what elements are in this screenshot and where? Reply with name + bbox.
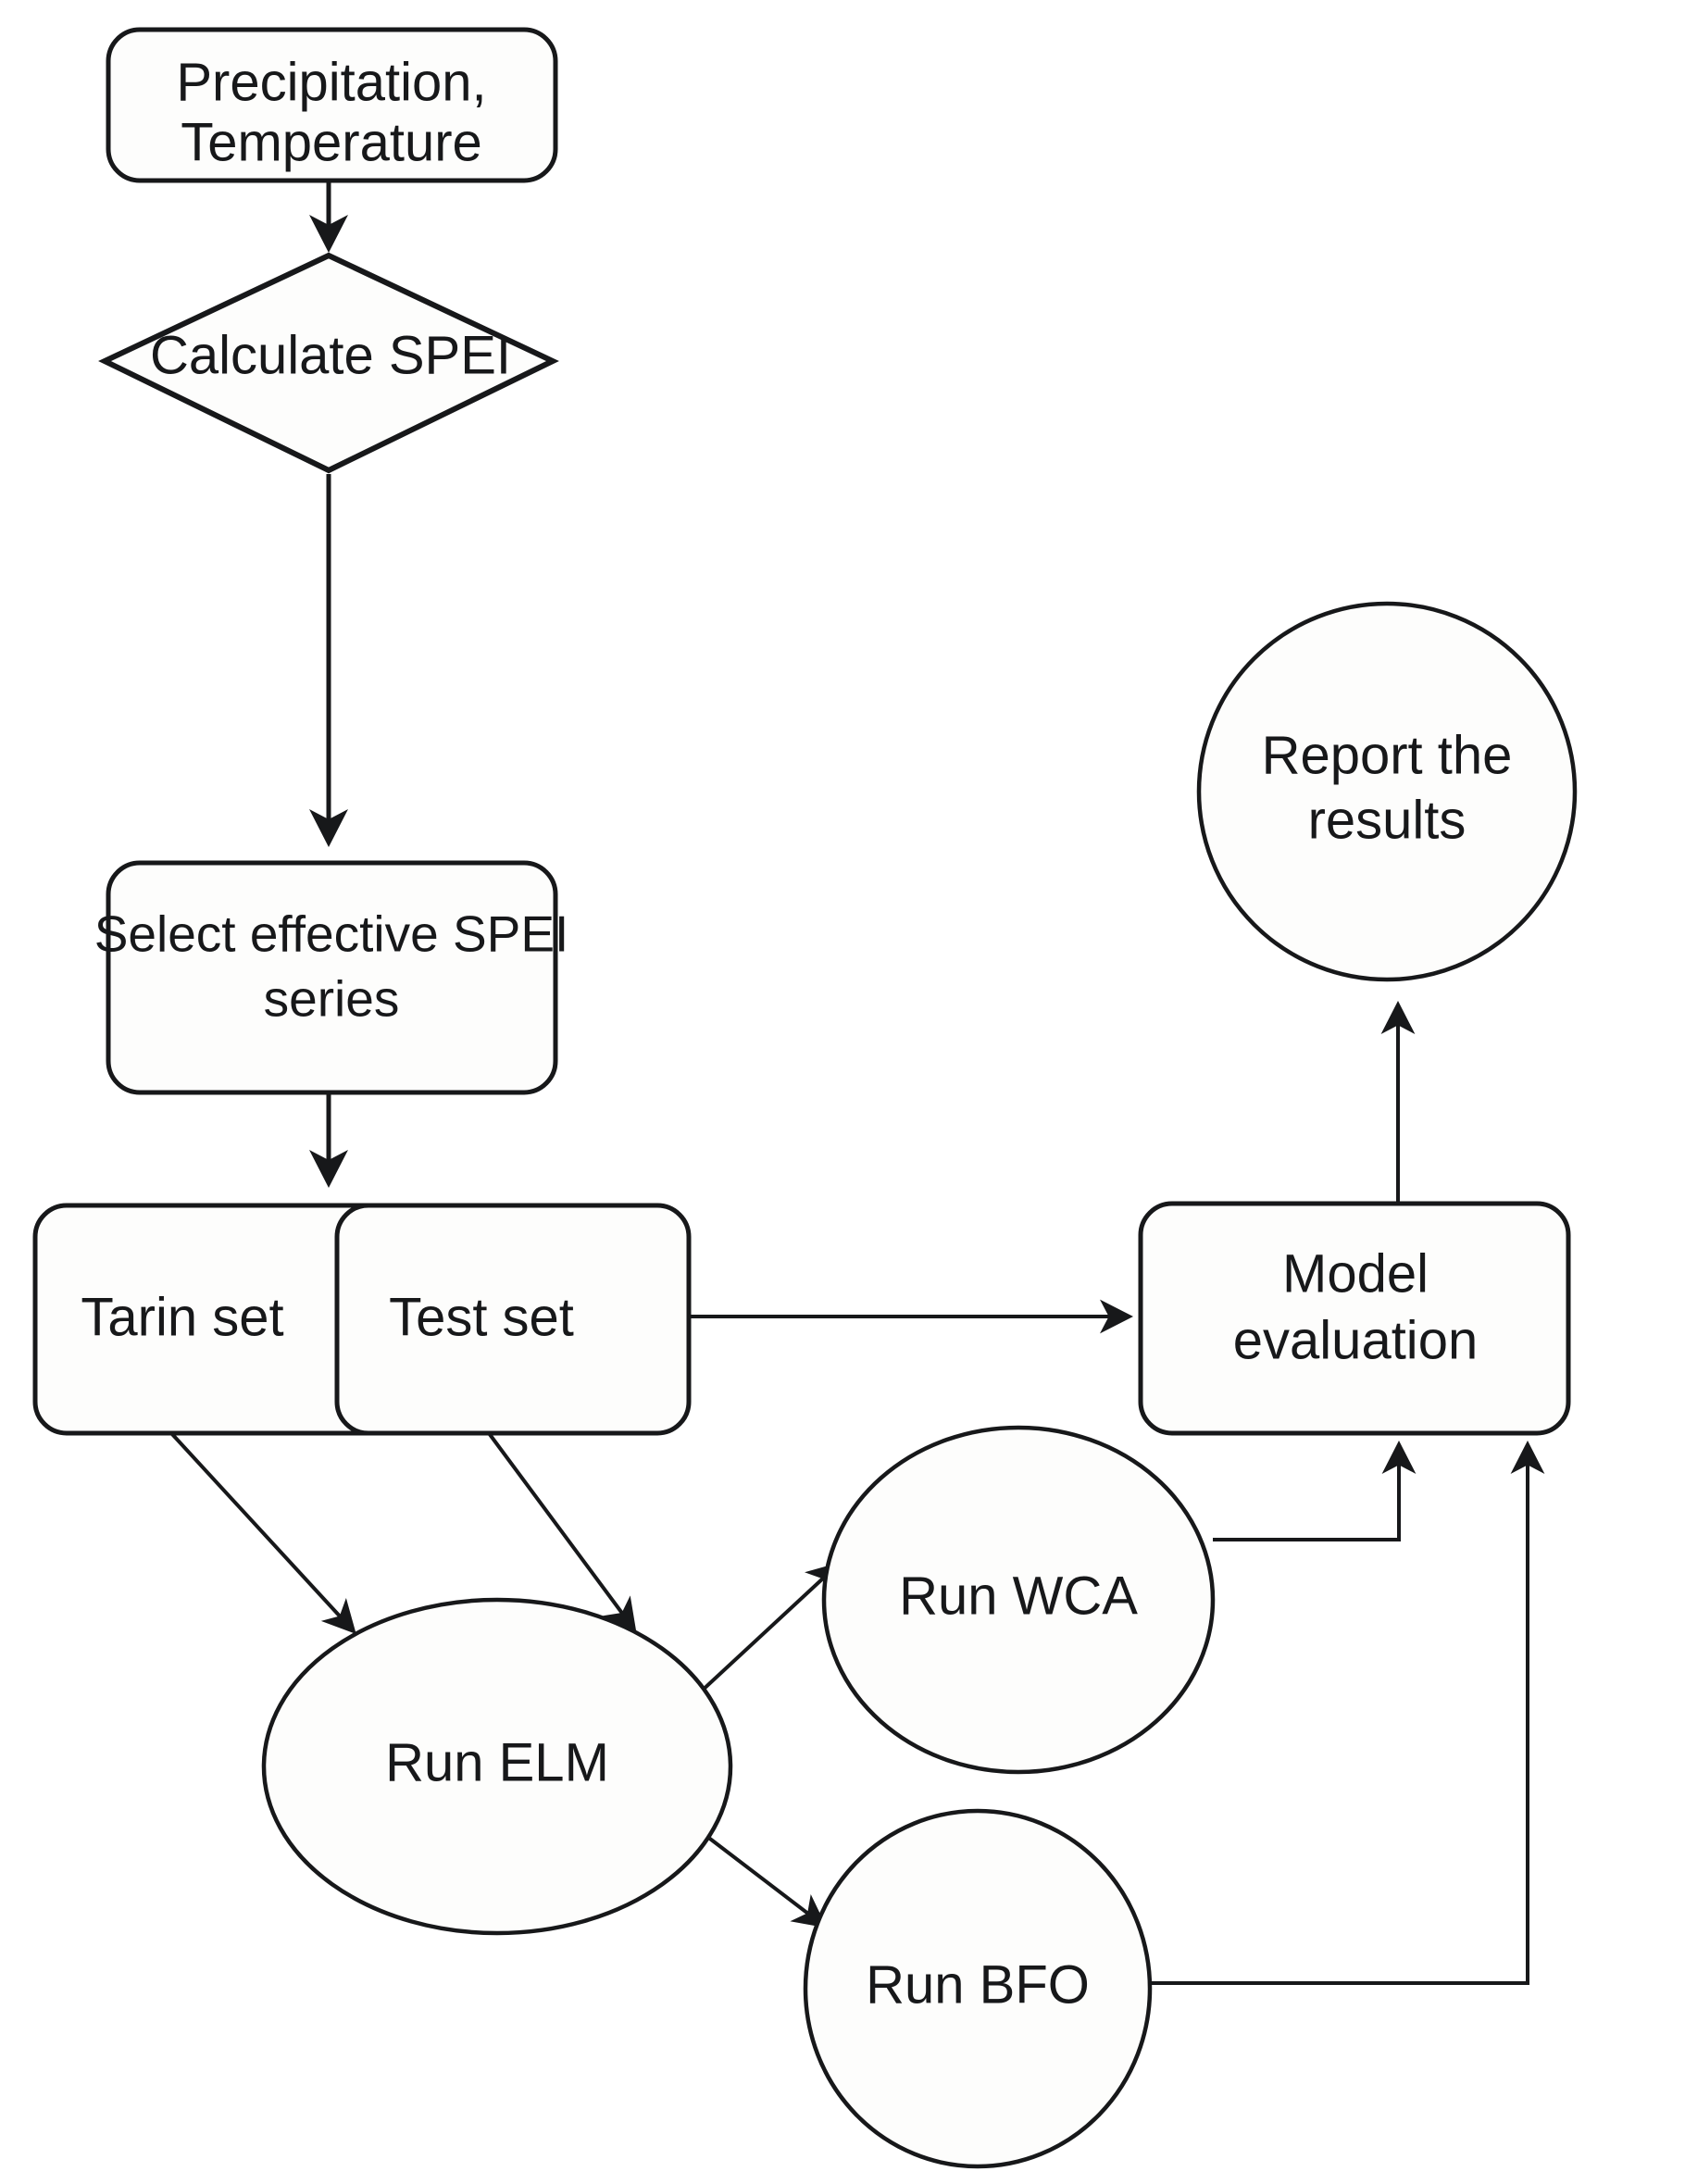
model-evaluation-box[interactable] xyxy=(1138,1201,1571,1436)
node-calculate-spei[interactable]: Calculate SPEI xyxy=(98,252,559,474)
edge-wca-to-model-evaluation xyxy=(1213,1440,1417,1541)
test-set-label: Test set xyxy=(389,1287,574,1347)
report-results-circle[interactable] xyxy=(1196,601,1578,982)
report-results-label-line1: Report the xyxy=(1262,725,1513,785)
run-elm-ellipse[interactable] xyxy=(261,1597,733,1936)
input-data-label-line1: Precipitation, xyxy=(176,52,486,112)
calculate-spei-diamond[interactable] xyxy=(98,252,559,474)
node-select-series[interactable]: Select effective SPEI series xyxy=(94,860,569,1095)
run-elm-label: Run ELM xyxy=(385,1732,609,1792)
node-report-results[interactable]: Report the results xyxy=(1196,601,1578,982)
node-run-elm[interactable]: Run ELM xyxy=(261,1597,733,1936)
test-set-box[interactable] xyxy=(334,1203,692,1436)
select-series-label-line1: Select effective SPEI xyxy=(94,905,569,963)
train-set-label: Tarin set xyxy=(81,1287,283,1347)
edge-test-to-elm xyxy=(487,1431,637,1633)
run-bfo-ellipse[interactable] xyxy=(803,1808,1153,2169)
select-series-label-line2: series xyxy=(264,970,400,1028)
node-test-set[interactable]: Test set xyxy=(334,1203,692,1436)
edge-train-to-elm xyxy=(169,1431,356,1634)
select-series-box[interactable] xyxy=(106,860,558,1095)
calculate-spei-label: Calculate SPEI xyxy=(150,325,511,385)
model-evaluation-label-line1: Model xyxy=(1282,1243,1429,1304)
node-model-evaluation[interactable]: Model evaluation xyxy=(1138,1201,1571,1436)
model-evaluation-label-line2: evaluation xyxy=(1233,1310,1478,1370)
edge-bfo-to-model-evaluation xyxy=(1150,1440,1545,1985)
run-wca-ellipse[interactable] xyxy=(821,1425,1216,1775)
run-wca-label: Run WCA xyxy=(899,1566,1138,1626)
input-data-box[interactable] xyxy=(106,27,558,183)
node-run-wca[interactable]: Run WCA xyxy=(821,1425,1216,1775)
node-input-data[interactable]: Precipitation, Temperature xyxy=(106,27,558,183)
input-data-label-line2: Temperature xyxy=(181,112,482,172)
node-run-bfo[interactable]: Run BFO xyxy=(803,1808,1153,2169)
run-bfo-label: Run BFO xyxy=(866,1954,1090,2015)
report-results-label-line2: results xyxy=(1308,790,1467,850)
